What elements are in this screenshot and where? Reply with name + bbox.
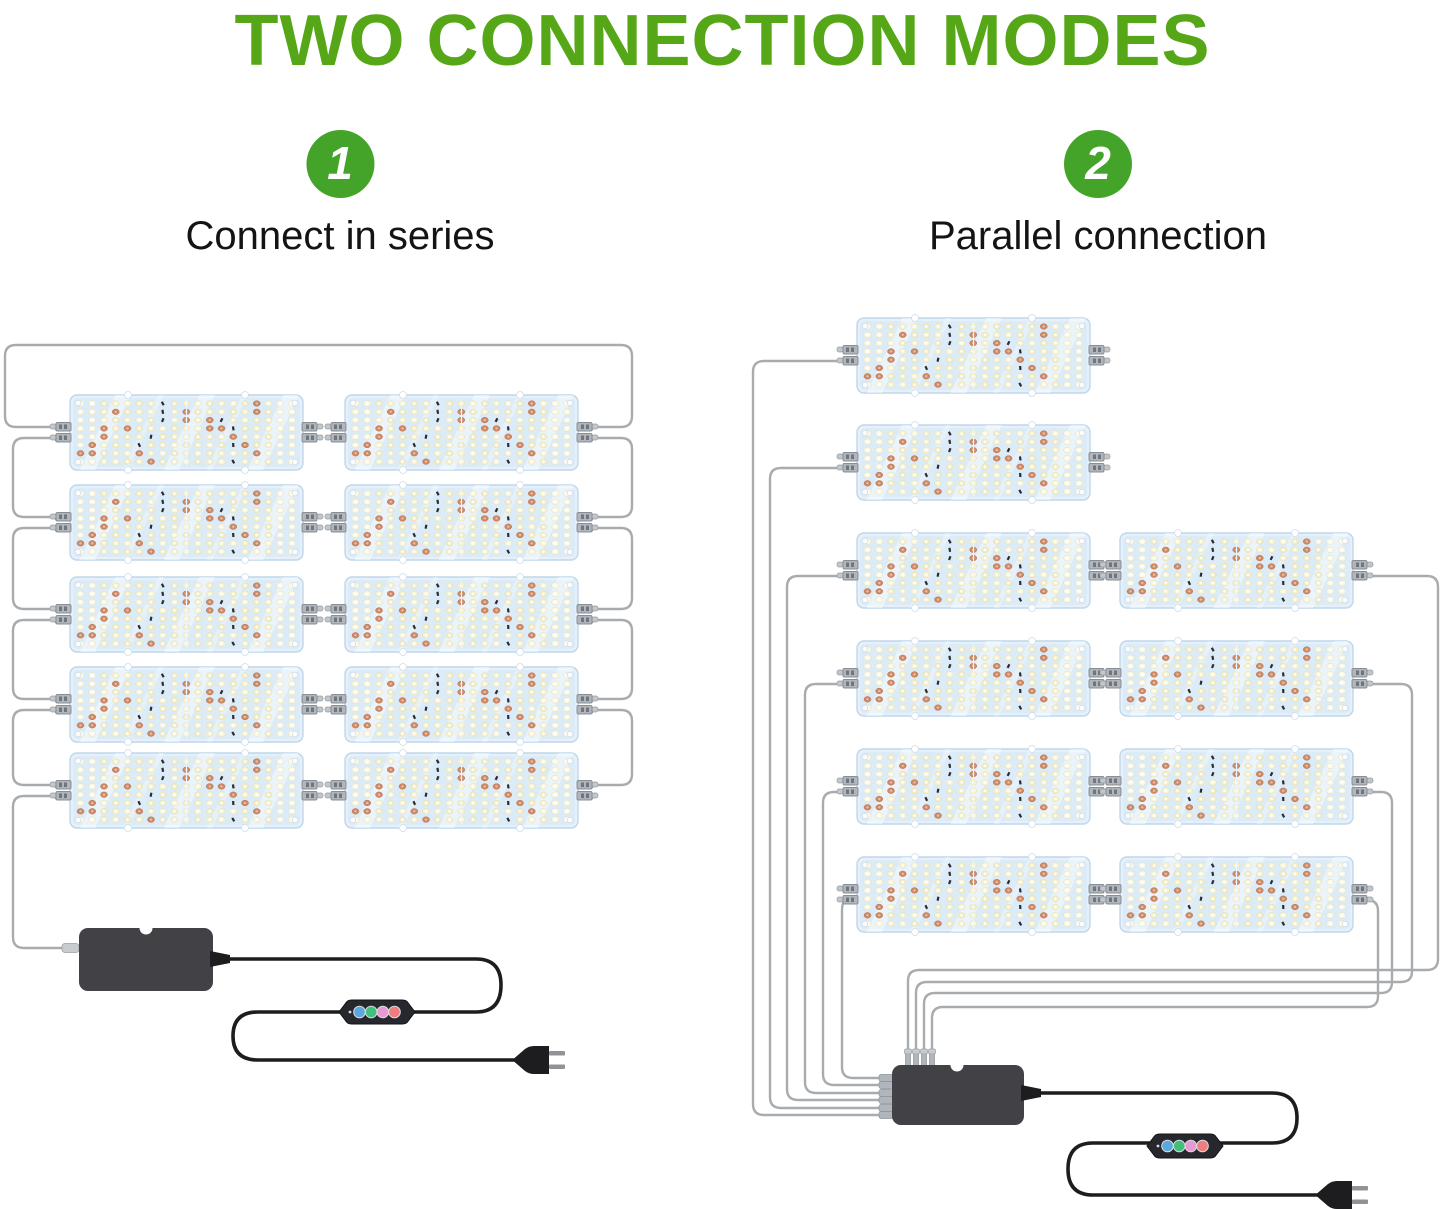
connection-wire [11,436,62,519]
adapter-notch [950,1058,964,1072]
connection-wire [586,436,634,519]
led-panel [50,479,323,567]
connection-wire [785,574,884,1102]
connection-wire [751,359,884,1117]
led-panel [50,747,323,835]
mode-1-label: Connect in series [185,214,495,258]
indicator-dot-icon [1156,1144,1160,1148]
cable-strain-relief [1021,1085,1041,1101]
connection-wire [11,618,62,701]
led-panel [1100,743,1373,831]
connection-wire [586,708,634,787]
led-panel [325,389,598,477]
led-panel [325,661,598,749]
connection-wire [3,343,634,429]
led-panel [325,747,598,835]
plug-prong [549,1051,565,1056]
adapter-notch [139,921,153,935]
mode-series-header: 1 Connect in series [185,130,495,259]
connection-wire [922,790,1394,1058]
mode-parallel-header: 2 Parallel connection [929,130,1267,259]
controller-button [1184,1139,1198,1153]
controller-button [364,1005,378,1019]
parallel-diagram [751,312,1440,1209]
connection-wire [11,526,62,611]
controller-button [388,1005,401,1019]
controller-button [1172,1139,1186,1153]
led-panel [837,419,1110,507]
led-panel [50,571,323,659]
connection-wire [906,574,1440,1058]
led-panel [1100,851,1373,939]
inline-controller [338,999,416,1025]
inline-controller [1146,1133,1224,1159]
controller-button [1161,1139,1174,1153]
controller-button [376,1005,390,1019]
led-panel [837,312,1110,400]
led-panel [837,635,1110,723]
power-adapter [61,921,213,991]
led-panel [325,479,598,567]
connection-wire [11,708,62,787]
led-panel [837,527,1110,615]
series-diagram [3,343,634,1074]
led-panel [1100,527,1373,615]
power-adapter [878,1048,1024,1125]
connection-wire [914,682,1414,1058]
controller-button [1196,1139,1209,1153]
led-panel [50,661,323,749]
led-panel [837,743,1110,831]
connection-wire [586,526,634,611]
plug-prong [1352,1199,1368,1204]
mode-2-badge: 2 [1064,130,1132,198]
led-panel [1100,635,1373,723]
led-panel [50,389,323,477]
mode-2-label: Parallel connection [929,214,1267,258]
controller-button [353,1005,366,1019]
led-panel [837,851,1110,939]
indicator-dot-icon [348,1010,352,1014]
connection-wire [768,466,884,1110]
power-plug [1317,1181,1368,1209]
led-panel [325,571,598,659]
plug-prong [549,1064,565,1069]
plug-prong [1352,1186,1368,1191]
cable-strain-relief [210,951,230,967]
power-plug [514,1046,565,1074]
connection-wire [821,790,884,1087]
page-title: TWO CONNECTION MODES [234,1,1211,81]
mode-1-badge: 1 [305,130,374,198]
connection-wire [803,682,884,1095]
connection-wire [11,794,82,950]
connection-wire [586,618,634,701]
connection-wire [930,898,1380,1058]
